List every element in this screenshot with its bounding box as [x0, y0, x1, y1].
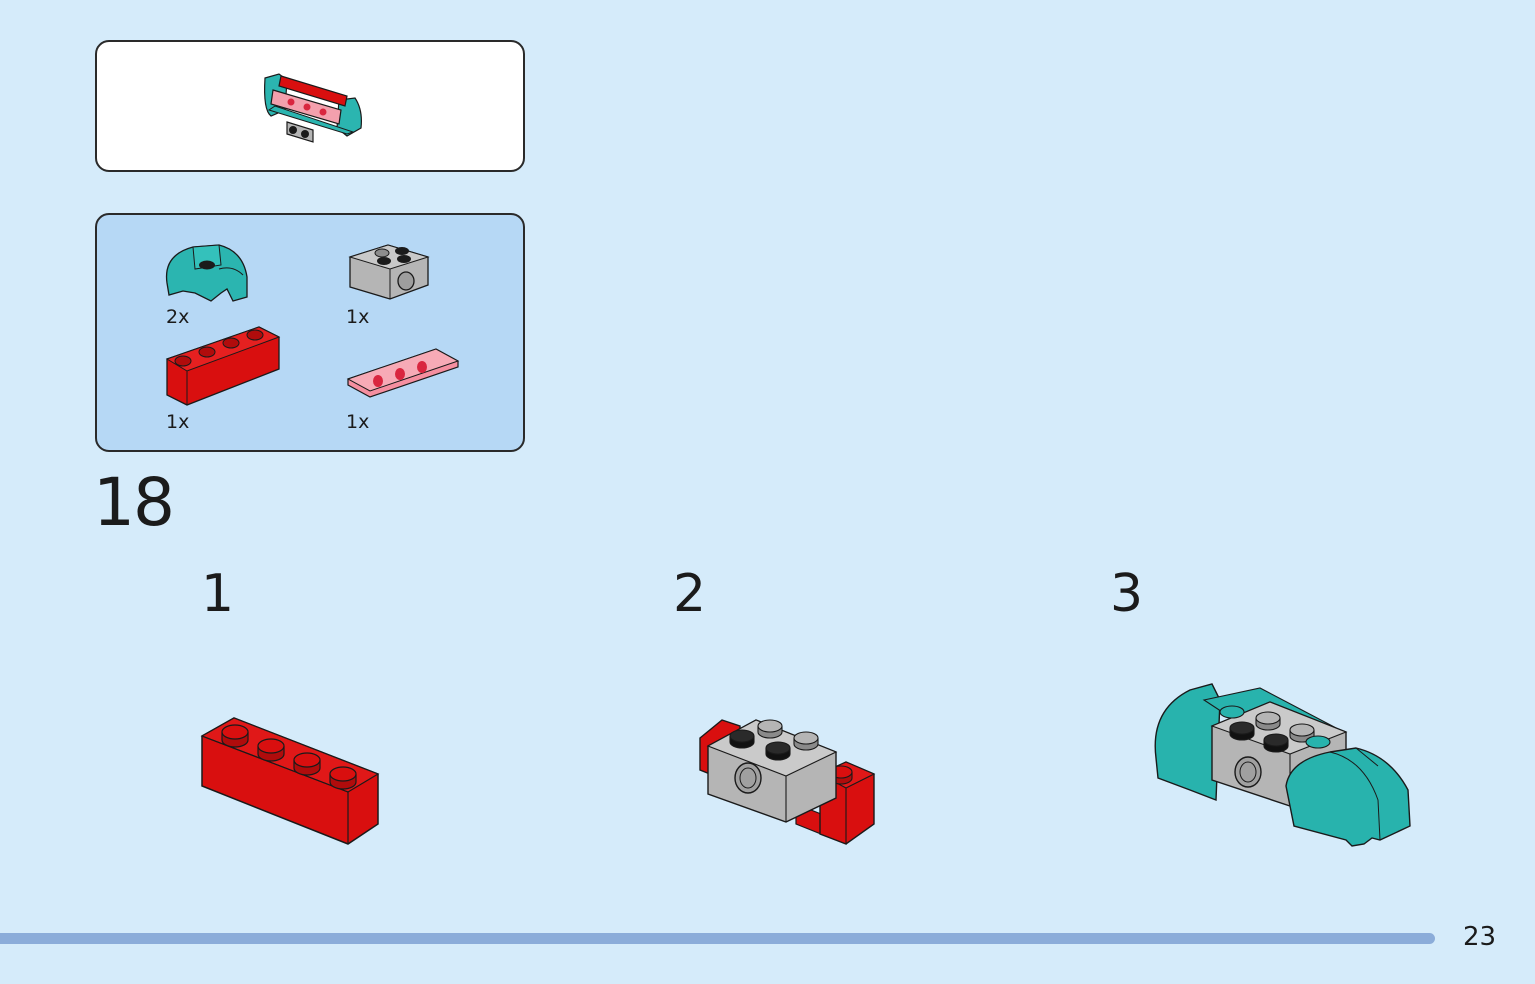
gray-brick-with-hole-icon	[348, 244, 430, 300]
part-quantity: 1x	[346, 411, 370, 433]
page-progress-bar	[0, 933, 1435, 944]
part-quantity: 1x	[346, 306, 370, 328]
submodel-preview-box	[95, 40, 525, 172]
substep-2-illustration	[699, 719, 876, 845]
substep-1-illustration	[200, 717, 380, 845]
teal-curved-slope-icon	[165, 244, 248, 302]
parts-list-box: 2x 1x 1x 1x	[95, 213, 525, 452]
part-quantity: 2x	[166, 306, 190, 328]
substep-3-illustration	[1154, 683, 1411, 847]
step-number: 18	[93, 464, 175, 541]
trans-red-plate-1x4-icon	[346, 348, 460, 398]
part-quantity: 1x	[166, 411, 190, 433]
substep-number: 2	[673, 564, 707, 624]
red-brick-1x4-icon	[165, 326, 281, 406]
page-number: 23	[1463, 922, 1497, 952]
substep-number: 3	[1110, 564, 1144, 624]
substep-number: 1	[201, 564, 235, 624]
submodel-preview-icon	[264, 73, 362, 143]
